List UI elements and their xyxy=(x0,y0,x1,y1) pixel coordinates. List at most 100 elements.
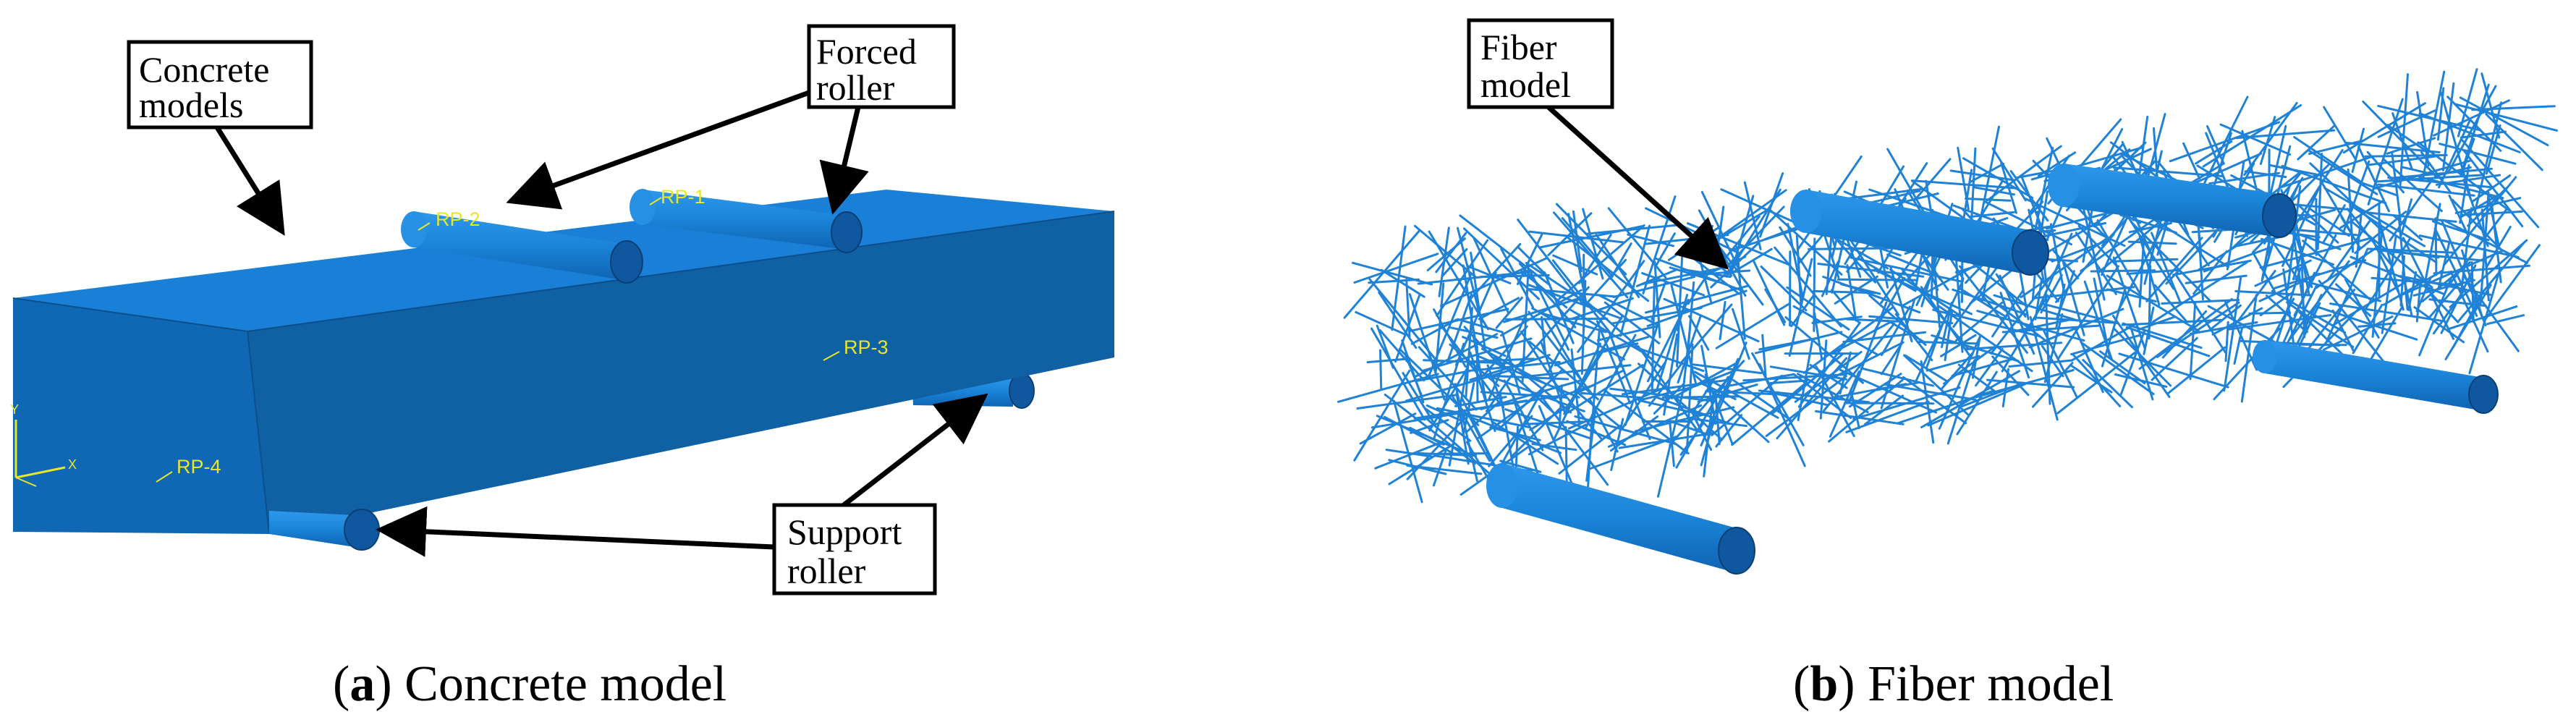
fiber-segment xyxy=(1912,158,1952,203)
fiber-segment xyxy=(2166,346,2227,395)
fiber-segment xyxy=(1927,381,2031,427)
fiber-segment xyxy=(2342,102,2426,154)
fiber-segment xyxy=(2235,129,2336,140)
fiber-segment xyxy=(1582,208,1604,280)
fiber-segment xyxy=(2286,301,2355,348)
fiber-segment xyxy=(1858,258,1917,292)
fiber-segment xyxy=(2355,209,2363,268)
fiber-segment xyxy=(2156,301,2240,358)
fiber-segment xyxy=(1691,363,1763,375)
fiber-segment xyxy=(2118,352,2229,389)
fiber-segment xyxy=(2368,155,2436,166)
fiber-segment xyxy=(1648,361,1684,407)
fiber-segment xyxy=(2397,215,2409,310)
fiber-segment xyxy=(2208,171,2281,185)
fiber-segment xyxy=(1525,262,1601,313)
callout-forced-roller: Forced roller xyxy=(506,24,956,215)
fiber-segment xyxy=(1524,420,1585,425)
fiber-segment xyxy=(1558,425,1621,475)
fiber-segment xyxy=(2433,264,2530,275)
fiber-segment xyxy=(1454,396,1507,407)
fiber-segment xyxy=(1655,318,1680,392)
fiber-segment xyxy=(1552,254,1598,276)
fiber-segment xyxy=(1954,301,2004,342)
fiber-segment xyxy=(1819,339,1828,420)
callout-support-roller-line2: roller xyxy=(787,551,866,591)
fiber-segment xyxy=(1769,365,1847,381)
fiber-segment xyxy=(2483,244,2541,321)
fiber-segment xyxy=(1459,214,1551,287)
fiber-segment xyxy=(2198,232,2257,271)
fiber-segment xyxy=(1843,402,1935,405)
fiber-segment xyxy=(1900,267,1970,350)
callout-support-roller: Support roller xyxy=(376,393,988,595)
fiber-segment xyxy=(1425,404,1465,423)
fiber-segment xyxy=(1621,362,1666,430)
fiber-segment xyxy=(2237,235,2284,247)
fiber-segment xyxy=(1758,363,1806,467)
fiber-segment xyxy=(1902,376,1967,425)
fiber-segment xyxy=(1380,268,1425,298)
fiber-segment xyxy=(2354,211,2407,255)
fiber-segment xyxy=(2041,344,2064,378)
fiber-segment xyxy=(2211,307,2263,336)
fiber-segment xyxy=(1663,333,1679,416)
fiber-segment xyxy=(2446,85,2497,174)
fiber-segment xyxy=(1690,269,1751,276)
beam-side-face xyxy=(247,211,1114,534)
fiber-segment xyxy=(2206,125,2224,164)
fiber-segment xyxy=(2293,136,2363,183)
fiber-segment xyxy=(1567,386,1666,430)
fiber-segment xyxy=(2101,288,2127,368)
fiber-segment xyxy=(1610,307,1703,325)
fiber-segment xyxy=(1567,237,1650,302)
fiber-segment xyxy=(1410,419,1449,434)
support-roller-front xyxy=(269,509,380,551)
fiber-segment xyxy=(1794,350,1863,403)
fiber-segment xyxy=(2433,166,2472,177)
fiber-segment xyxy=(2072,353,2122,407)
fiber-segment xyxy=(2427,284,2458,320)
fiber-segment xyxy=(1398,347,1480,426)
fiber-segment xyxy=(1644,284,1749,314)
fiber-segment xyxy=(2260,237,2335,266)
fiber-segment xyxy=(1920,370,2021,428)
rp-markers: RP-2 RP-1 RP-3 RP-4 xyxy=(156,186,889,483)
fiber-segment xyxy=(1764,288,1787,323)
fiber-segment xyxy=(2364,153,2448,158)
fiber-segment xyxy=(2099,350,2146,385)
fiber-segment xyxy=(2473,101,2503,215)
fiber-segment xyxy=(2052,250,2080,280)
fiber-segment xyxy=(1486,364,1505,409)
fiber-segment xyxy=(1517,232,1543,286)
fiber-segment xyxy=(1687,417,1747,428)
fiber-roller-top-right xyxy=(2048,164,2297,238)
fiber-segment xyxy=(1528,310,1596,398)
fiber-segment xyxy=(1813,312,1823,360)
fiber-segment xyxy=(2323,106,2357,161)
fiber-segment xyxy=(2269,124,2287,195)
fiber-segment xyxy=(2112,166,2224,177)
fiber-segment xyxy=(1886,253,1938,276)
fiber-segment xyxy=(1499,459,1542,473)
fiber-segment xyxy=(1355,310,1407,336)
fiber-segment xyxy=(1500,247,1535,309)
rp-label-2: RP-2 xyxy=(436,208,480,230)
fiber-segment xyxy=(1951,357,2014,377)
fiber-segment xyxy=(2486,193,2500,247)
fiber-segment xyxy=(1558,384,1563,427)
fiber-segment xyxy=(1466,265,1512,284)
fiber-segment xyxy=(1847,301,1888,404)
fiber-segment xyxy=(1787,223,1805,300)
fiber-segment xyxy=(2471,105,2556,111)
fiber-segment xyxy=(1732,308,1750,360)
fiber-segment xyxy=(1700,357,1740,446)
fiber-segment xyxy=(2070,334,2141,356)
fiber-segment xyxy=(1811,315,1863,324)
fiber-segment xyxy=(1688,315,1710,351)
fiber-segment xyxy=(1353,253,1439,284)
fiber-segment xyxy=(1359,412,1417,445)
fiber-segment xyxy=(2460,137,2475,175)
fiber-segment xyxy=(2297,124,2336,161)
fiber-segment xyxy=(2295,278,2381,302)
